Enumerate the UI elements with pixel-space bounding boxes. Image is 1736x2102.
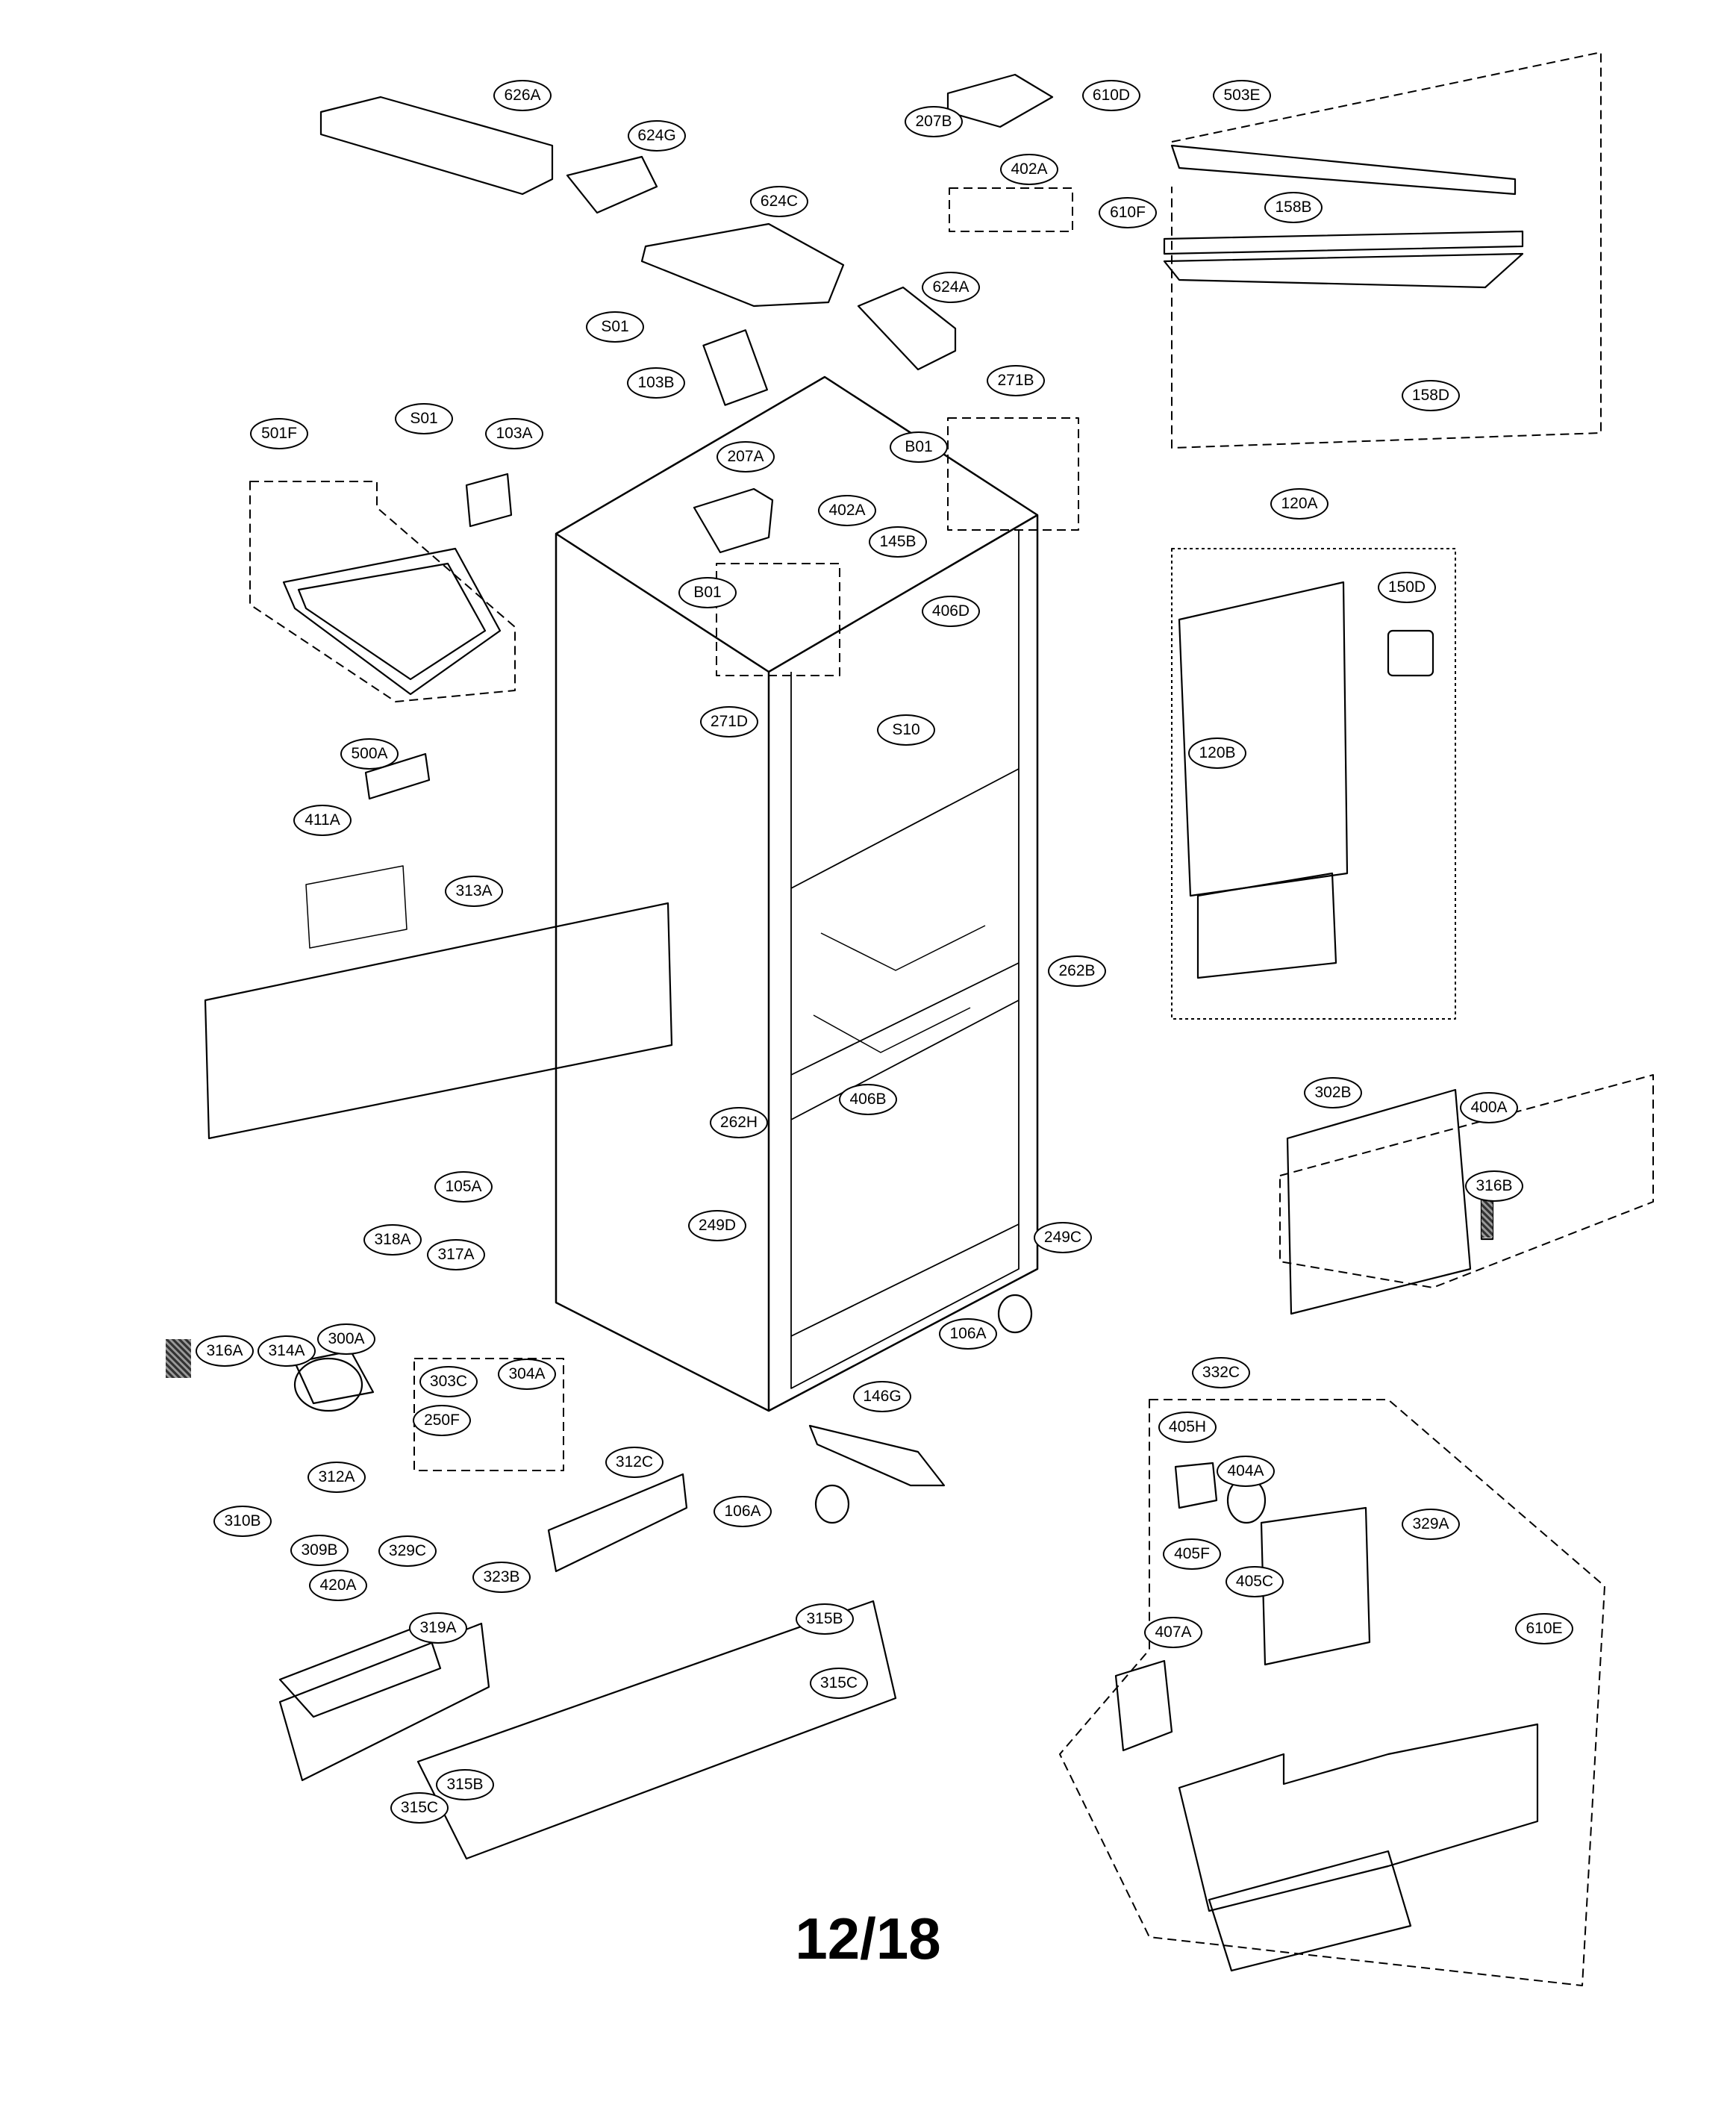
callout-315b-top: 315B bbox=[796, 1603, 854, 1635]
callout-405f: 405F bbox=[1163, 1538, 1221, 1570]
callout-271d: 271D bbox=[700, 706, 758, 737]
callout-404a: 404A bbox=[1217, 1456, 1275, 1487]
callout-624c: 624C bbox=[750, 186, 808, 217]
page-number: 12/18 bbox=[795, 1906, 941, 1971]
callout-120b: 120B bbox=[1188, 737, 1246, 769]
callout-150d: 150D bbox=[1378, 572, 1436, 603]
callout-249d: 249D bbox=[688, 1210, 746, 1241]
cabinet-shell bbox=[555, 375, 1039, 1412]
callout-106a-right: 106A bbox=[939, 1318, 997, 1350]
dashed-groups bbox=[249, 52, 1654, 1986]
callout-316a: 316A bbox=[196, 1335, 254, 1367]
callout-103b: 103B bbox=[627, 367, 685, 399]
callout-411a: 411A bbox=[293, 805, 352, 836]
callout-317a: 317A bbox=[427, 1239, 485, 1270]
callout-610d: 610D bbox=[1082, 80, 1140, 111]
callout-500a: 500A bbox=[340, 738, 399, 770]
callout-501f: 501F bbox=[250, 418, 308, 449]
callout-303c: 303C bbox=[419, 1366, 478, 1397]
callout-332c: 332C bbox=[1192, 1357, 1250, 1388]
callout-610e: 610E bbox=[1515, 1613, 1573, 1644]
callout-207a: 207A bbox=[716, 441, 775, 473]
callout-315c-left: 315C bbox=[390, 1792, 449, 1824]
callout-406d: 406D bbox=[922, 596, 980, 627]
callout-312a: 312A bbox=[307, 1462, 366, 1493]
callout-315b-bottom: 315B bbox=[436, 1769, 494, 1800]
callout-624a: 624A bbox=[922, 272, 980, 303]
callout-316b: 316B bbox=[1465, 1170, 1523, 1202]
callout-319a: 319A bbox=[409, 1612, 467, 1644]
callout-626a: 626A bbox=[493, 80, 552, 111]
callout-146g: 146G bbox=[853, 1381, 911, 1412]
callout-s01-top: S01 bbox=[586, 311, 644, 343]
callout-407a: 407A bbox=[1144, 1617, 1202, 1648]
callout-400a: 400A bbox=[1460, 1092, 1518, 1123]
callout-250f: 250F bbox=[413, 1405, 471, 1436]
callout-402a-mid: 402A bbox=[818, 495, 876, 526]
callout-405h: 405H bbox=[1158, 1412, 1217, 1443]
callout-b01-mid: B01 bbox=[678, 577, 737, 608]
tone-swatch-316a bbox=[166, 1339, 191, 1378]
callout-249c: 249C bbox=[1034, 1222, 1092, 1253]
callout-310b: 310B bbox=[213, 1506, 272, 1537]
callout-300a: 300A bbox=[317, 1323, 375, 1355]
callout-262h: 262H bbox=[710, 1107, 768, 1138]
callout-503e: 503E bbox=[1213, 80, 1271, 111]
callout-158b: 158B bbox=[1264, 192, 1323, 223]
callout-145b: 145B bbox=[869, 526, 927, 558]
callout-271b: 271B bbox=[987, 365, 1045, 396]
callout-329c: 329C bbox=[378, 1535, 437, 1567]
callout-120a: 120A bbox=[1270, 488, 1328, 520]
callout-207b: 207B bbox=[905, 106, 963, 137]
callout-s01-left: S01 bbox=[395, 403, 453, 434]
callout-329a: 329A bbox=[1402, 1509, 1460, 1540]
callout-420a: 420A bbox=[309, 1570, 367, 1601]
callout-106a-mid: 106A bbox=[714, 1496, 772, 1527]
callout-313a: 313A bbox=[445, 876, 503, 907]
callout-262b: 262B bbox=[1048, 955, 1106, 987]
callout-405c: 405C bbox=[1225, 1566, 1284, 1597]
callout-406b: 406B bbox=[839, 1084, 897, 1115]
callout-302b: 302B bbox=[1304, 1077, 1362, 1108]
callout-610f: 610F bbox=[1099, 197, 1157, 228]
callout-323b: 323B bbox=[472, 1562, 531, 1593]
callout-402a-top: 402A bbox=[1000, 154, 1058, 185]
callout-315c-right: 315C bbox=[810, 1668, 868, 1699]
callout-s10: S10 bbox=[877, 714, 935, 746]
callout-309b: 309B bbox=[290, 1535, 349, 1566]
callout-b01-right: B01 bbox=[890, 431, 948, 463]
part-outlines bbox=[204, 73, 1539, 1972]
callout-318a: 318A bbox=[363, 1224, 422, 1256]
callout-314a: 314A bbox=[257, 1335, 316, 1367]
callout-624g: 624G bbox=[628, 120, 686, 152]
callout-312c: 312C bbox=[605, 1447, 664, 1478]
callout-158d: 158D bbox=[1402, 380, 1460, 411]
callout-304a: 304A bbox=[498, 1359, 556, 1390]
callout-103a: 103A bbox=[485, 418, 543, 449]
callout-105a: 105A bbox=[434, 1171, 493, 1203]
